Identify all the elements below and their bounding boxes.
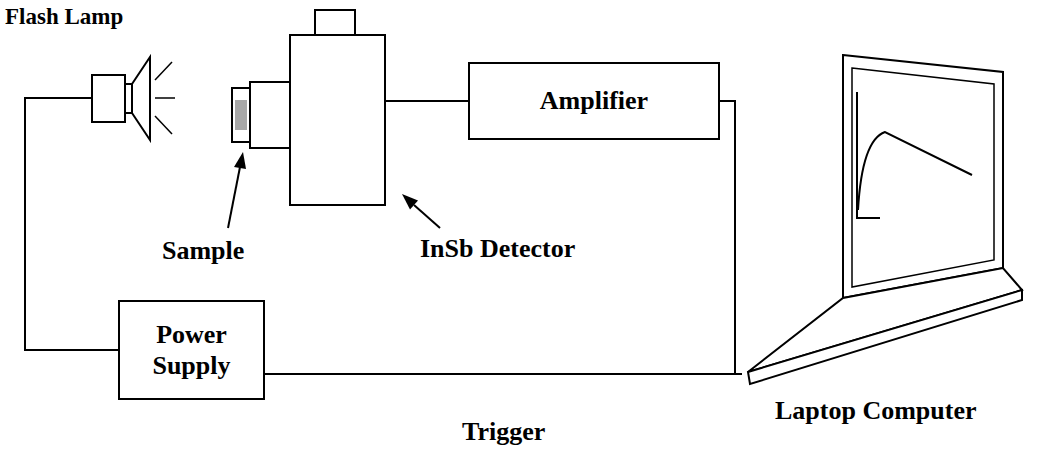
leader-arrowhead — [402, 194, 418, 210]
insb-detector-drawing — [250, 8, 385, 207]
connector — [25, 98, 118, 350]
insb-detector: InSb Detector — [250, 8, 385, 207]
connector — [720, 101, 742, 374]
amplifier-box: Amplifier — [468, 62, 720, 140]
node-label: Amplifier — [540, 85, 648, 116]
node-label: Power Supply — [132, 319, 252, 381]
connector — [385, 100, 468, 102]
connector — [265, 373, 742, 375]
leader-arrowhead — [234, 152, 246, 169]
node-label: Laptop Computer — [775, 395, 977, 426]
leader-line — [228, 167, 240, 228]
node-label: Flash Lamp — [5, 3, 123, 31]
signal-label: Trigger — [459, 416, 548, 447]
node-label: InSb Detector — [420, 233, 575, 264]
flash-lamp: Flash Lamp — [92, 52, 152, 144]
laptop-computer-drawing — [742, 50, 1026, 390]
part-label: Sample — [162, 235, 244, 266]
flash-lamp-drawing — [92, 52, 152, 144]
power-supply-box: Power Supply — [118, 300, 265, 400]
laptop-computer: Laptop Computer — [742, 50, 1026, 390]
sample-disc — [235, 100, 247, 130]
sample-holder — [232, 88, 250, 142]
leader-line — [414, 205, 440, 228]
